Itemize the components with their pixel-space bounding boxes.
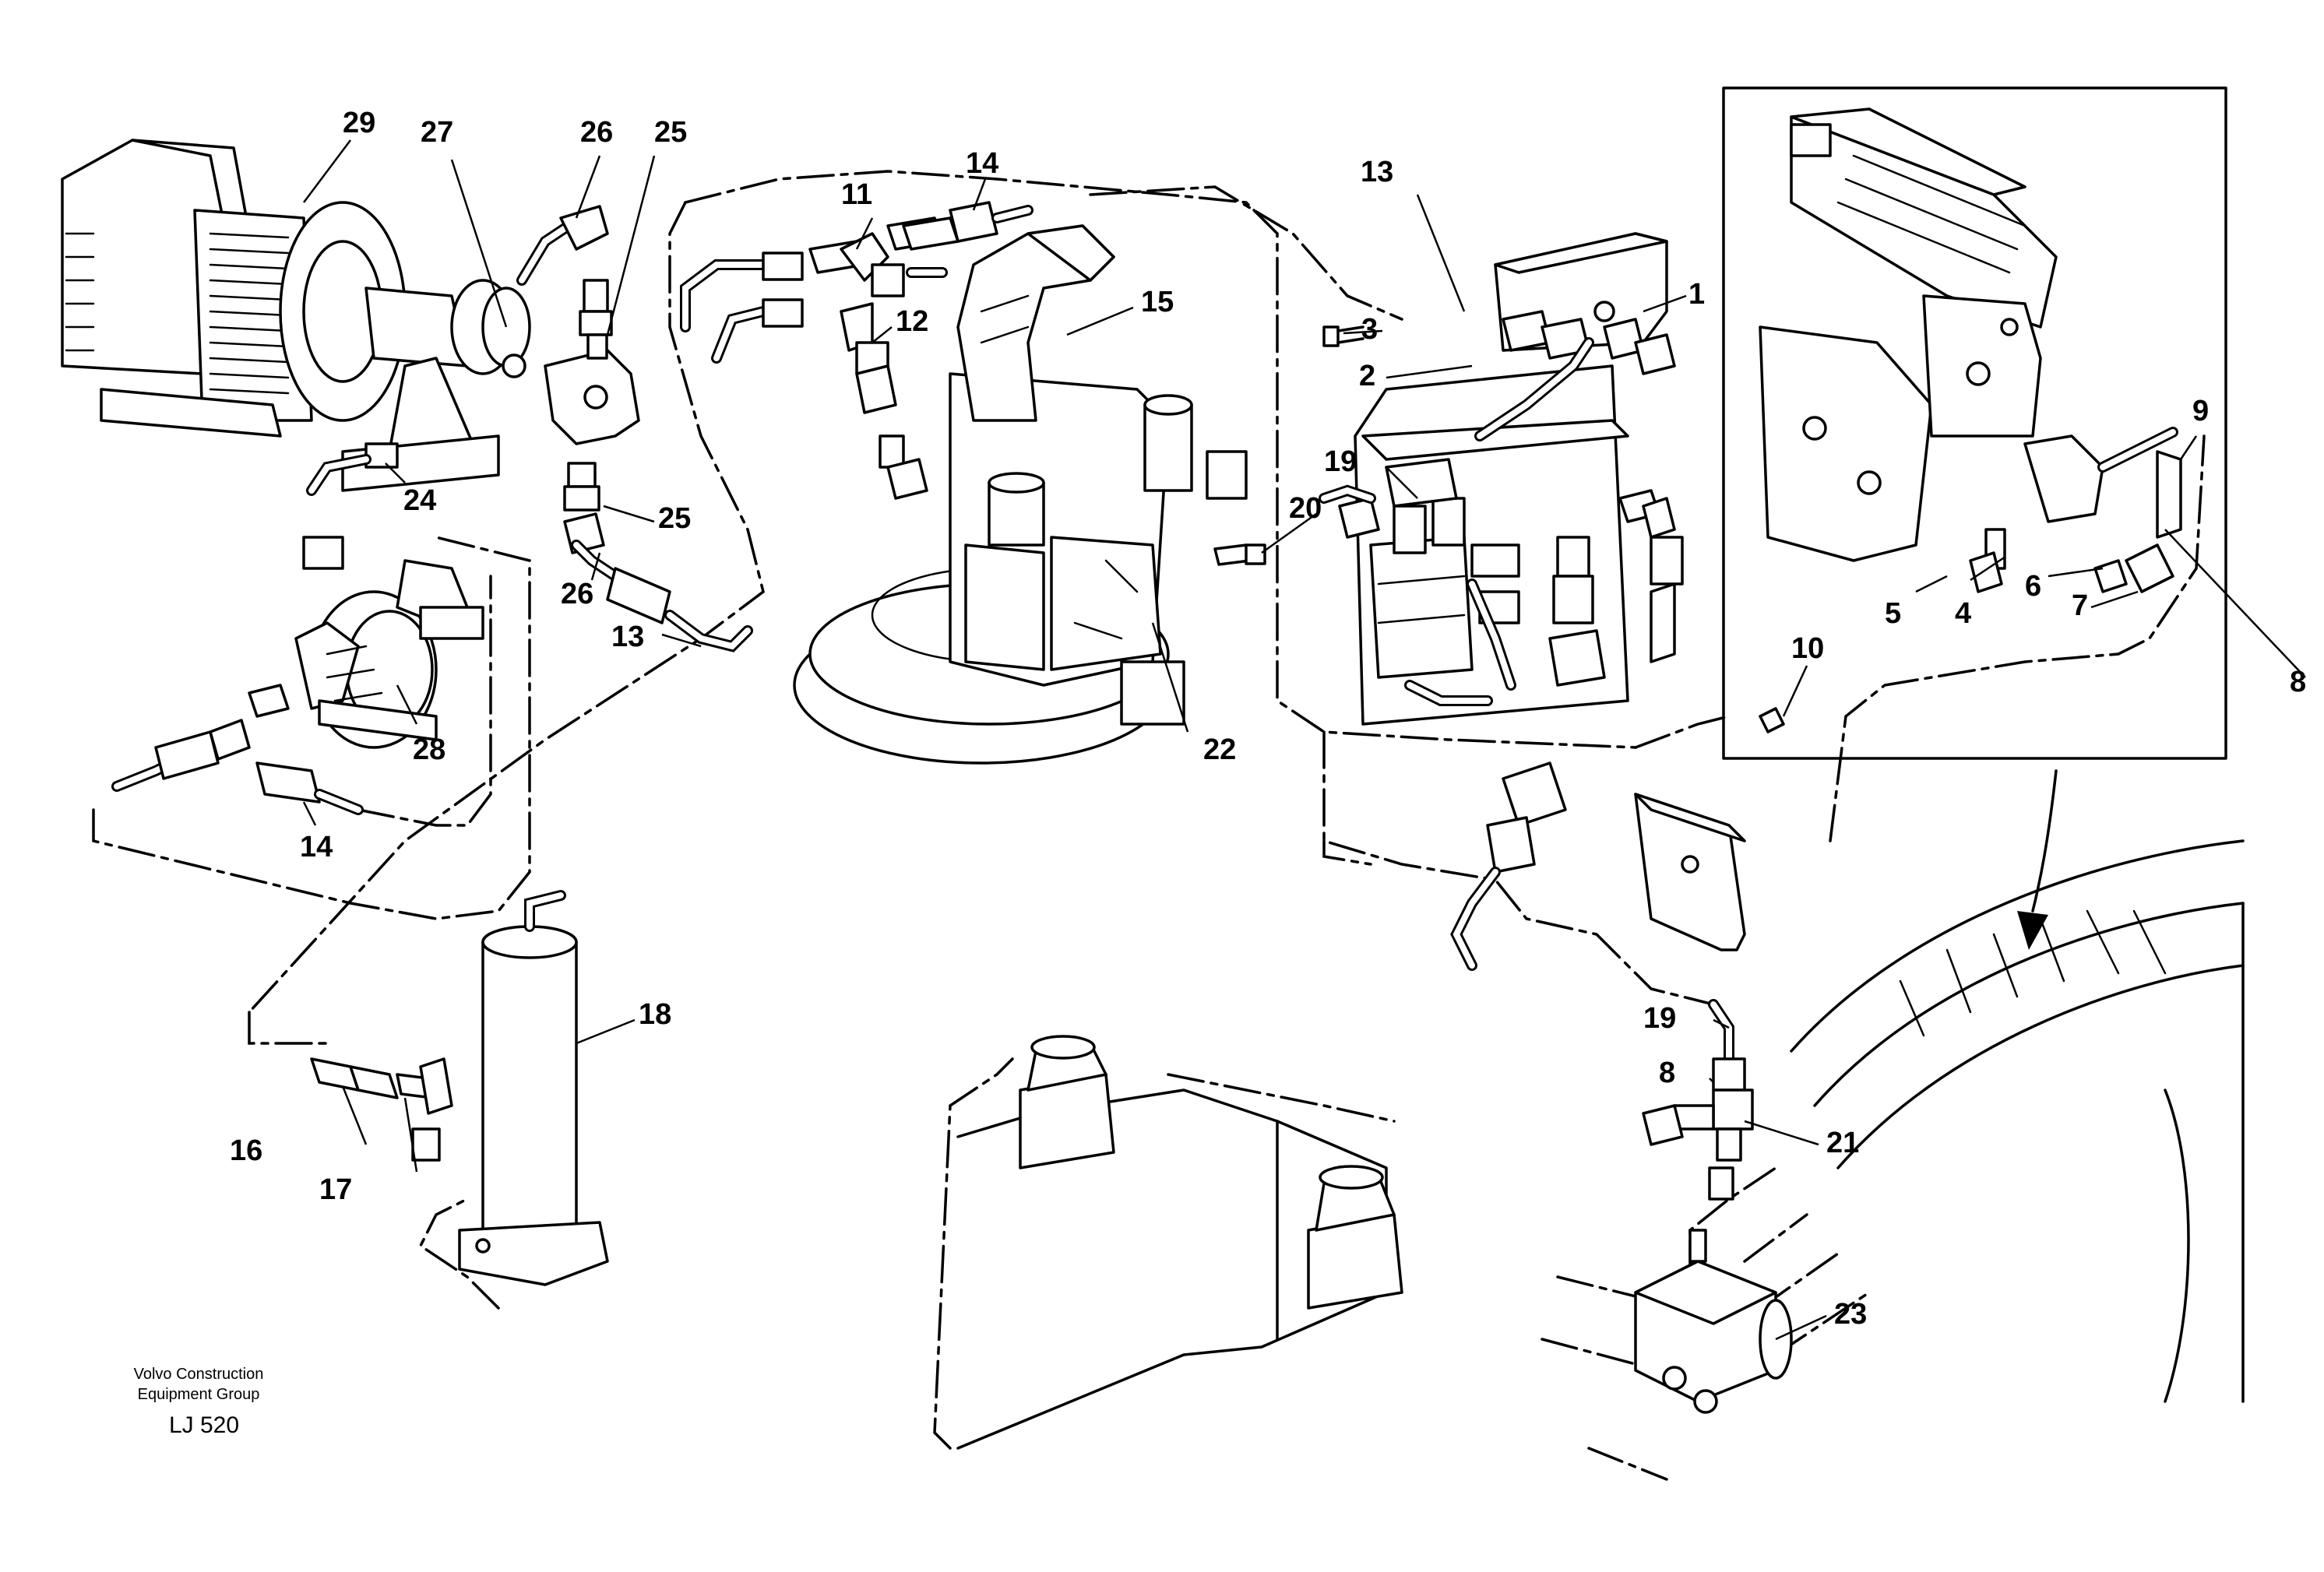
inset-fittings xyxy=(1759,427,2182,733)
callout-23: 23 xyxy=(1834,1298,1867,1331)
callout-9: 9 xyxy=(2192,395,2209,427)
filter-18 xyxy=(458,890,609,1286)
hose-11-12 xyxy=(680,216,948,500)
callout-14-left: 14 xyxy=(300,831,333,863)
coupling-pump xyxy=(341,279,531,492)
callout-5: 5 xyxy=(1885,597,1901,630)
inset-frame xyxy=(1722,86,2227,760)
callout-1: 1 xyxy=(1688,278,1705,311)
hose-14-left xyxy=(111,684,364,815)
callout-26-lower: 26 xyxy=(561,578,593,610)
pump-28 xyxy=(294,536,484,749)
callout-10: 10 xyxy=(1791,632,1824,665)
callout-12: 12 xyxy=(896,305,928,338)
drawing-code: LJ 520 xyxy=(169,1412,239,1438)
inset-motor xyxy=(1759,107,2058,562)
tee-21 xyxy=(1642,999,1754,1201)
callouts: 1 2 3 4 5 6 7 8 8 9 10 11 12 13 13 14 14… xyxy=(230,107,2306,1331)
callout-16: 16 xyxy=(230,1134,262,1167)
credit-block: Volvo Construction Equipment Group LJ 52… xyxy=(134,1366,264,1438)
callout-20: 20 xyxy=(1289,492,1322,525)
callout-8-inset: 8 xyxy=(2290,666,2306,698)
callout-26-top: 26 xyxy=(580,116,613,149)
callout-22: 22 xyxy=(1203,733,1236,766)
hose-19-lower xyxy=(1450,761,1567,971)
housing xyxy=(956,1035,1403,1450)
routing-lines xyxy=(92,170,2206,1481)
callout-15: 15 xyxy=(1141,286,1174,318)
callout-11: 11 xyxy=(841,178,872,211)
elbow-15 xyxy=(956,224,1115,422)
hose-16-tee-17 xyxy=(310,1057,453,1162)
hose-14-top xyxy=(902,201,1033,251)
sensor-20 xyxy=(1213,543,1266,566)
callout-19-lower: 19 xyxy=(1643,1002,1676,1035)
callout-13-top: 13 xyxy=(1361,156,1393,188)
callout-4: 4 xyxy=(1955,597,1971,630)
adapter-25-lower xyxy=(563,462,605,554)
callout-2: 2 xyxy=(1359,360,1375,392)
turntable-ring xyxy=(1790,839,2245,1403)
callout-28: 28 xyxy=(413,733,445,766)
callout-17: 17 xyxy=(319,1173,352,1206)
callout-18: 18 xyxy=(639,998,671,1031)
bolt-3 xyxy=(1322,325,1364,347)
bracket xyxy=(1634,793,1746,951)
callout-24: 24 xyxy=(403,484,436,517)
callout-14-top: 14 xyxy=(966,147,998,180)
electric-motor xyxy=(61,139,407,438)
callout-6: 6 xyxy=(2025,570,2041,603)
callout-7: 7 xyxy=(2072,589,2088,622)
hose-13-left xyxy=(571,540,753,652)
adapter-24 xyxy=(306,442,399,496)
callout-13-left: 13 xyxy=(611,621,644,653)
valve-23 xyxy=(1634,1229,1793,1414)
callout-8-lower: 8 xyxy=(1659,1057,1675,1089)
callout-25-top: 25 xyxy=(654,116,687,149)
leader-lines xyxy=(302,139,2306,1341)
valve-block-22 xyxy=(949,372,1248,726)
elbow-fitting-26-top xyxy=(516,205,613,360)
arrow-to-turntable xyxy=(2017,769,2058,950)
credit-line-2: Equipment Group xyxy=(138,1386,260,1403)
callout-21: 21 xyxy=(1826,1127,1859,1159)
fittings-right xyxy=(1319,310,1684,706)
callout-19-upper: 19 xyxy=(1324,445,1357,478)
callout-3: 3 xyxy=(1361,313,1378,346)
callout-29: 29 xyxy=(343,107,375,139)
callout-25-lower: 25 xyxy=(658,502,691,535)
cross-fitting xyxy=(544,349,640,445)
credit-line-1: Volvo Construction xyxy=(134,1366,264,1383)
callout-27: 27 xyxy=(421,116,453,149)
